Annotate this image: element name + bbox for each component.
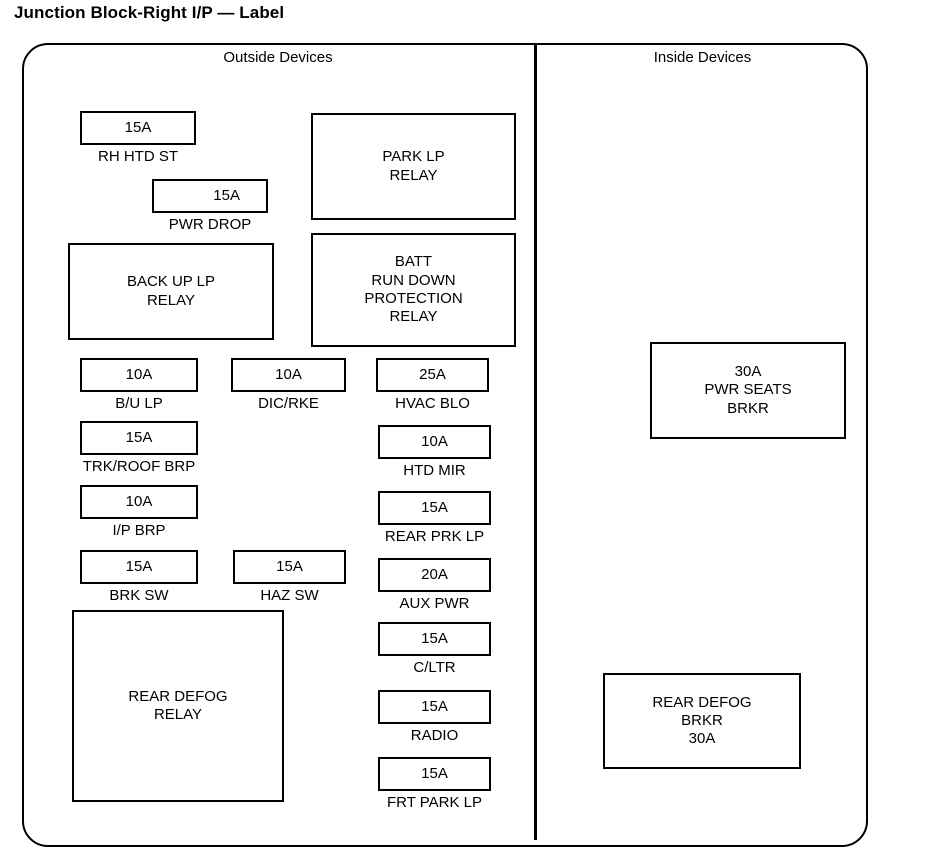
- fuse-label-haz-sw: HAZ SW: [260, 587, 319, 604]
- fuse-box-i-p-brp[interactable]: 10A: [80, 485, 198, 519]
- fuse-box-aux-pwr[interactable]: 20A: [378, 558, 491, 592]
- fuse-box-rear-prk-lp[interactable]: 15A: [378, 491, 491, 525]
- fuse-label-htd-mir: HTD MIR: [403, 462, 466, 479]
- section-header-inside-devices: Inside Devices: [653, 49, 752, 66]
- fuse-label-trk-roof-brp: TRK/ROOF BRP: [82, 458, 196, 475]
- fuse-label-c-ltr: C/LTR: [413, 659, 456, 676]
- fuse-label-brk-sw: BRK SW: [109, 587, 169, 604]
- fuse-label-frt-park-lp: FRT PARK LP: [386, 794, 483, 811]
- fuse-label-b-u-lp: B/U LP: [115, 395, 163, 412]
- panel-divider: [534, 44, 537, 840]
- fuse-label-pwr-drop: PWR DROP: [168, 216, 252, 233]
- fuse-box-b-u-lp[interactable]: 10A: [80, 358, 198, 392]
- fuse-box-trk-roof-brp[interactable]: 15A: [80, 421, 198, 455]
- fuse-box-dic-rke[interactable]: 10A: [231, 358, 346, 392]
- fuse-label-hvac-blo: HVAC BLO: [395, 395, 470, 412]
- fuse-box-c-ltr[interactable]: 15A: [378, 622, 491, 656]
- relay-box-park-lp-relay[interactable]: PARK LP RELAY: [311, 113, 516, 220]
- breaker-box-pwr-seats-brkr[interactable]: 30A PWR SEATS BRKR: [650, 342, 846, 439]
- fuse-box-rh-htd-st[interactable]: 15A: [80, 111, 196, 145]
- fuse-box-pwr-drop[interactable]: 15A: [152, 179, 268, 213]
- section-header-outside-devices: Outside Devices: [223, 49, 333, 66]
- fuse-box-haz-sw[interactable]: 15A: [233, 550, 346, 584]
- fuse-label-dic-rke: DIC/RKE: [258, 395, 319, 412]
- page-title: Junction Block-Right I/P — Label: [14, 3, 285, 22]
- breaker-box-rear-defog-brkr[interactable]: REAR DEFOG BRKR 30A: [603, 673, 801, 769]
- fuse-box-hvac-blo[interactable]: 25A: [376, 358, 489, 392]
- fuse-label-i-p-brp: I/P BRP: [112, 522, 166, 539]
- relay-box-back-up-lp-relay[interactable]: BACK UP LP RELAY: [68, 243, 274, 340]
- fuse-box-brk-sw[interactable]: 15A: [80, 550, 198, 584]
- fuse-label-rear-prk-lp: REAR PRK LP: [384, 528, 485, 545]
- fuse-box-frt-park-lp[interactable]: 15A: [378, 757, 491, 791]
- relay-box-batt-run-down-protection-relay[interactable]: BATT RUN DOWN PROTECTION RELAY: [311, 233, 516, 347]
- fuse-label-radio: RADIO: [410, 727, 459, 744]
- fuse-label-rh-htd-st: RH HTD ST: [98, 148, 178, 165]
- fuse-box-htd-mir[interactable]: 10A: [378, 425, 491, 459]
- fuse-box-radio[interactable]: 15A: [378, 690, 491, 724]
- relay-box-rear-defog-relay[interactable]: REAR DEFOG RELAY: [72, 610, 284, 802]
- fuse-label-aux-pwr: AUX PWR: [399, 595, 470, 612]
